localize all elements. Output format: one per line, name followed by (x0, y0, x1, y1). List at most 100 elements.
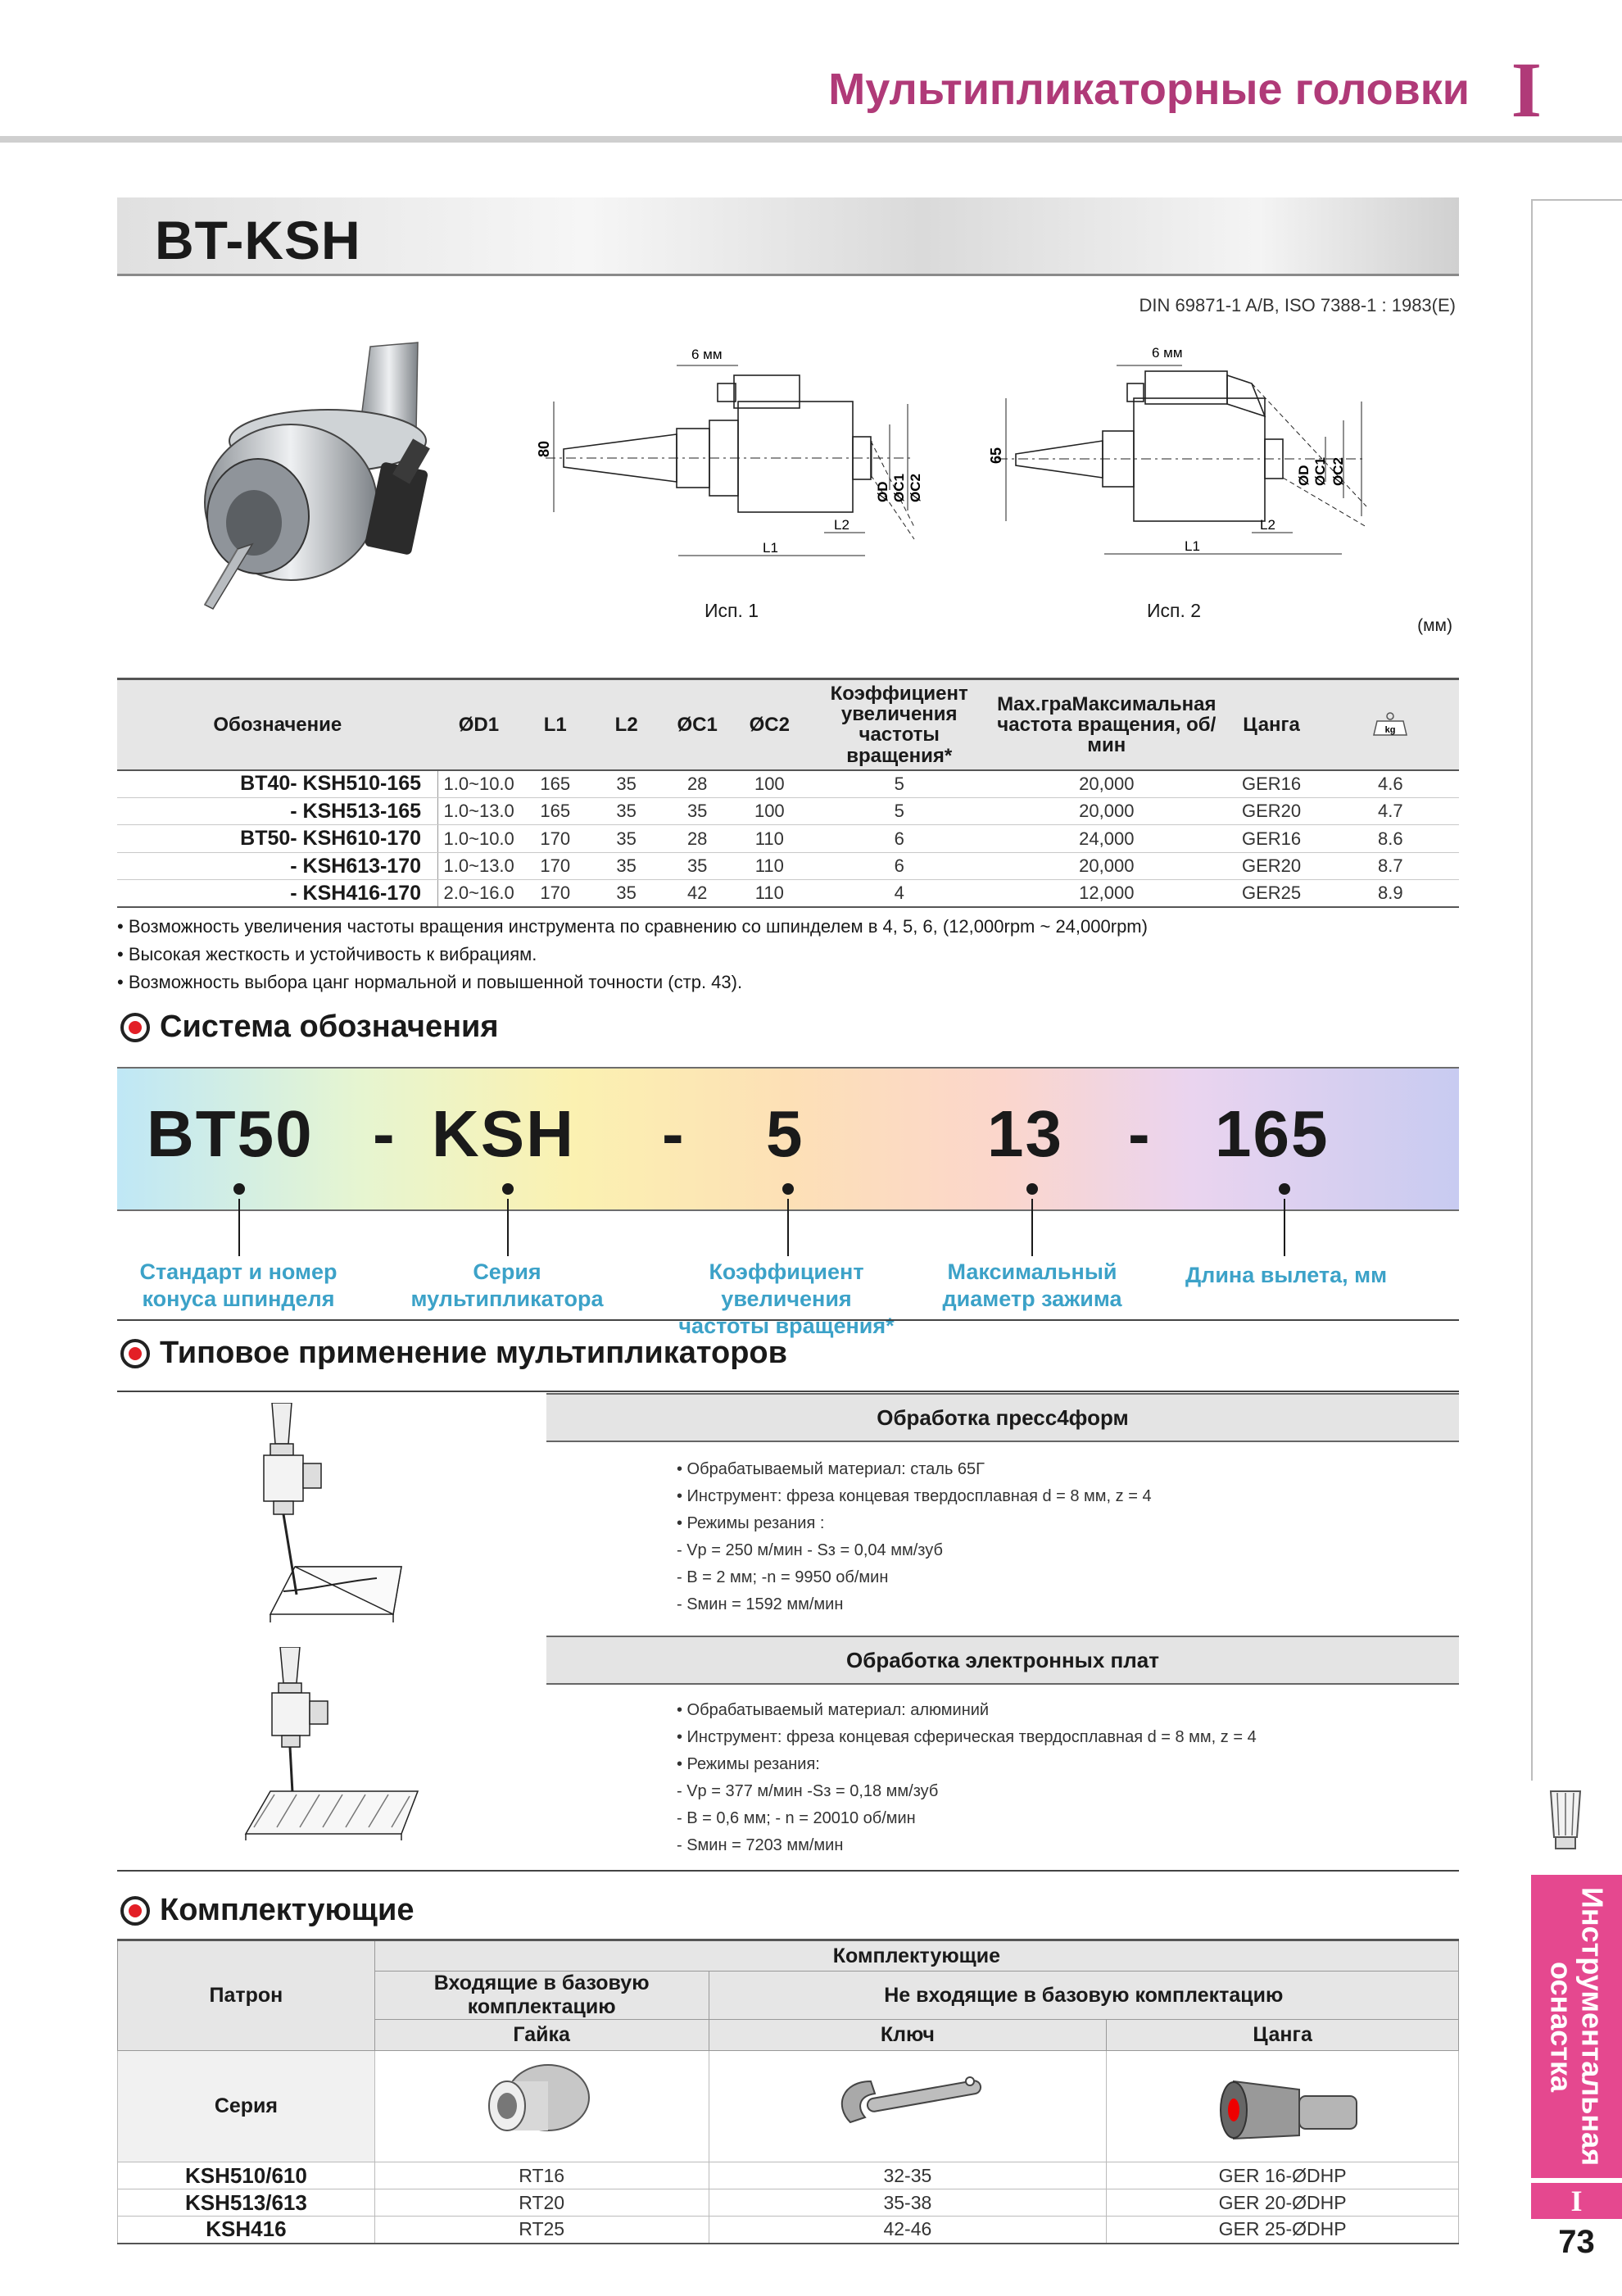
code-marker-dot (233, 1183, 245, 1195)
code-leader-line (1031, 1199, 1033, 1256)
code-marker-dot (1279, 1183, 1290, 1195)
acc-cell-chuck: KSH416 (117, 2216, 375, 2244)
section-heading-accessories: Комплектующие (120, 1893, 414, 1928)
spec-header-c2: ØC2 (732, 678, 807, 770)
spec-header-designation: Обозначение (117, 678, 438, 770)
table-row: KSH416 RT25 42-46 GER 25-ØDHP (117, 2216, 1459, 2244)
section-heading-text: Типовое применение мультипликаторов (160, 1336, 787, 1370)
spec-cell: GER25 (1221, 879, 1322, 909)
acc-cell: 32-35 (708, 2162, 1108, 2189)
acc-header-row: Патрон Комплектующие (117, 1939, 1460, 2051)
acc-cell-chuck: KSH513/613 (117, 2189, 375, 2217)
acc-cell: 35-38 (708, 2189, 1108, 2217)
drawing1-label-d: ØD (875, 482, 890, 503)
feature-note: • Возможность увеличения частоты вращени… (117, 916, 1148, 937)
application-detail-line: • Режимы резания : (677, 1514, 825, 1532)
code-label-max-diameter: Максимальный диаметр зажима (942, 1259, 1122, 1311)
acc-header-group: Комплектующие (374, 1939, 1460, 1972)
spec-header-c1: ØC1 (662, 678, 733, 770)
application-detail-line: - B = 2 мм; -n = 9950 об/мин (677, 1568, 889, 1586)
spec-cell: 100 (732, 797, 807, 826)
section-divider (117, 1391, 1459, 1392)
technical-drawing-version-2: 6 мм 65 ØD ØC1 ØC2 L2 L1 (988, 345, 1367, 555)
spec-cell: 20,000 (992, 797, 1221, 826)
pcb-machining-illustration (244, 1647, 419, 1840)
spec-header-max-speed: Max.граМаксимальная частота вращения, об… (992, 678, 1221, 770)
code-label-ratio: Коэффициент увеличения частоты вращения* (678, 1259, 895, 1338)
spec-cell: 6 (806, 824, 993, 853)
sidebar-section-tab[interactable]: Инструментальная оснастка (1531, 1875, 1622, 2178)
table-row: KSH510/610 RT16 32-35 GER 16-ØDHP (117, 2162, 1459, 2189)
table-row: - KSH613-170 1.0~13.0 170 35 35 110 6 20… (117, 852, 1459, 881)
spec-cell: GER16 (1221, 769, 1322, 798)
code-marker-dot (782, 1183, 794, 1195)
bullet-target-icon (120, 1012, 150, 1042)
specification-table: Обозначение ØD1 L1 L2 ØC1 ØC2 Коэффициен… (117, 678, 1459, 909)
code-leader-line (507, 1199, 509, 1256)
spec-cell: 8.6 (1321, 824, 1459, 853)
drawing1-label-l1: L1 (763, 540, 778, 556)
header-rule (0, 136, 1622, 143)
spec-cell: 42 (662, 879, 733, 909)
spec-cell: 1.0~13.0 (437, 797, 520, 826)
spec-cell: 4.6 (1321, 769, 1459, 798)
code-leader-line (787, 1199, 789, 1256)
code-marker-dot (502, 1183, 514, 1195)
weight-icon-label: kg (1385, 725, 1396, 735)
drawing1-top-dimension: 6 мм (691, 347, 723, 362)
application-detail-line: - B = 0,6 мм; - n = 20010 об/мин (677, 1809, 916, 1827)
application-details: • Обрабатываемый материал: алюминий • Ин… (677, 1697, 1257, 1859)
feature-note: • Возможность выбора цанг нормальной и п… (117, 972, 743, 992)
spec-cell: 110 (732, 852, 807, 881)
spec-header-l2: L2 (591, 678, 663, 770)
application-title: Обработка пресс4форм (546, 1393, 1459, 1442)
table-row: BT50- KSH610-170 1.0~10.0 170 35 28 110 … (117, 824, 1459, 853)
spec-header-l1: L1 (519, 678, 591, 770)
acc-series-label: Серия (117, 2050, 375, 2162)
section-heading-text: Комплектующие (160, 1893, 415, 1927)
table-row: KSH513/613 RT20 35-38 GER 20-ØDHP (117, 2189, 1459, 2217)
collet-icon (1549, 1790, 1582, 1849)
chapter-roman-numeral: I (1511, 46, 1542, 134)
drawing1-caption: Исп. 1 (705, 600, 759, 621)
sidebar-roman-numeral: I (1531, 2183, 1622, 2219)
acc-cell: RT20 (374, 2189, 709, 2217)
designation-code-band: BT50 - KSH - 5 13 - 165 (117, 1067, 1459, 1211)
acc-image-cell (1106, 2050, 1459, 2162)
units-note: (мм) (1417, 616, 1452, 635)
spec-cell: 8.9 (1321, 879, 1459, 909)
spec-cell: 35 (591, 797, 663, 826)
acc-cell: GER 25-ØDHP (1106, 2216, 1459, 2244)
acc-header-chuck: Патрон (117, 1939, 375, 2051)
code-separator: - (1128, 1097, 1152, 1170)
drawing1-label-c1: ØC1 (891, 474, 907, 502)
spec-cell: 35 (662, 852, 733, 881)
accessories-table: Патрон Комплектующие Входящие в базовую … (117, 1939, 1460, 2244)
spec-cell: 1.0~10.0 (437, 824, 520, 853)
bullet-target-icon (120, 1895, 150, 1926)
drawing2-label-l1: L1 (1185, 538, 1200, 554)
code-label-series: Серия мультипликатора (410, 1259, 604, 1311)
spec-cell: 20,000 (992, 769, 1221, 798)
spec-cell: 170 (519, 879, 591, 909)
application-detail-line: - Sмин = 1592 мм/мин (677, 1595, 844, 1613)
application-detail-line: • Инструмент: фреза концевая твердосплав… (677, 1487, 1152, 1505)
application-detail-line: • Режимы резания: (677, 1755, 820, 1773)
acc-image-cell (374, 2050, 709, 2162)
spec-cell: 12,000 (992, 879, 1221, 909)
drawing2-label-l2: L2 (1260, 517, 1275, 533)
weight-icon: kg (1373, 712, 1408, 737)
standard-reference: DIN 69871-1 A/B, ISO 7388-1 : 1983(E) (1139, 295, 1456, 315)
application-detail-line: - Vp = 250 м/мин - Sз = 0,04 мм/зуб (677, 1541, 943, 1559)
product-photo (203, 342, 430, 610)
page-header-title: Мультипликаторные головки (828, 65, 1470, 114)
spec-cell: 110 (732, 824, 807, 853)
section-heading-designation: Система обозначения (120, 1010, 499, 1045)
code-separator: - (662, 1097, 686, 1170)
spec-cell: 165 (519, 797, 591, 826)
table-row: - KSH513-165 1.0~13.0 165 35 35 100 5 20… (117, 797, 1459, 826)
spec-header-collet: Цанга (1221, 678, 1322, 770)
acc-header-nut: Гайка (374, 2019, 709, 2051)
spec-cell: GER16 (1221, 824, 1322, 853)
acc-cell-chuck: KSH510/610 (117, 2162, 375, 2189)
